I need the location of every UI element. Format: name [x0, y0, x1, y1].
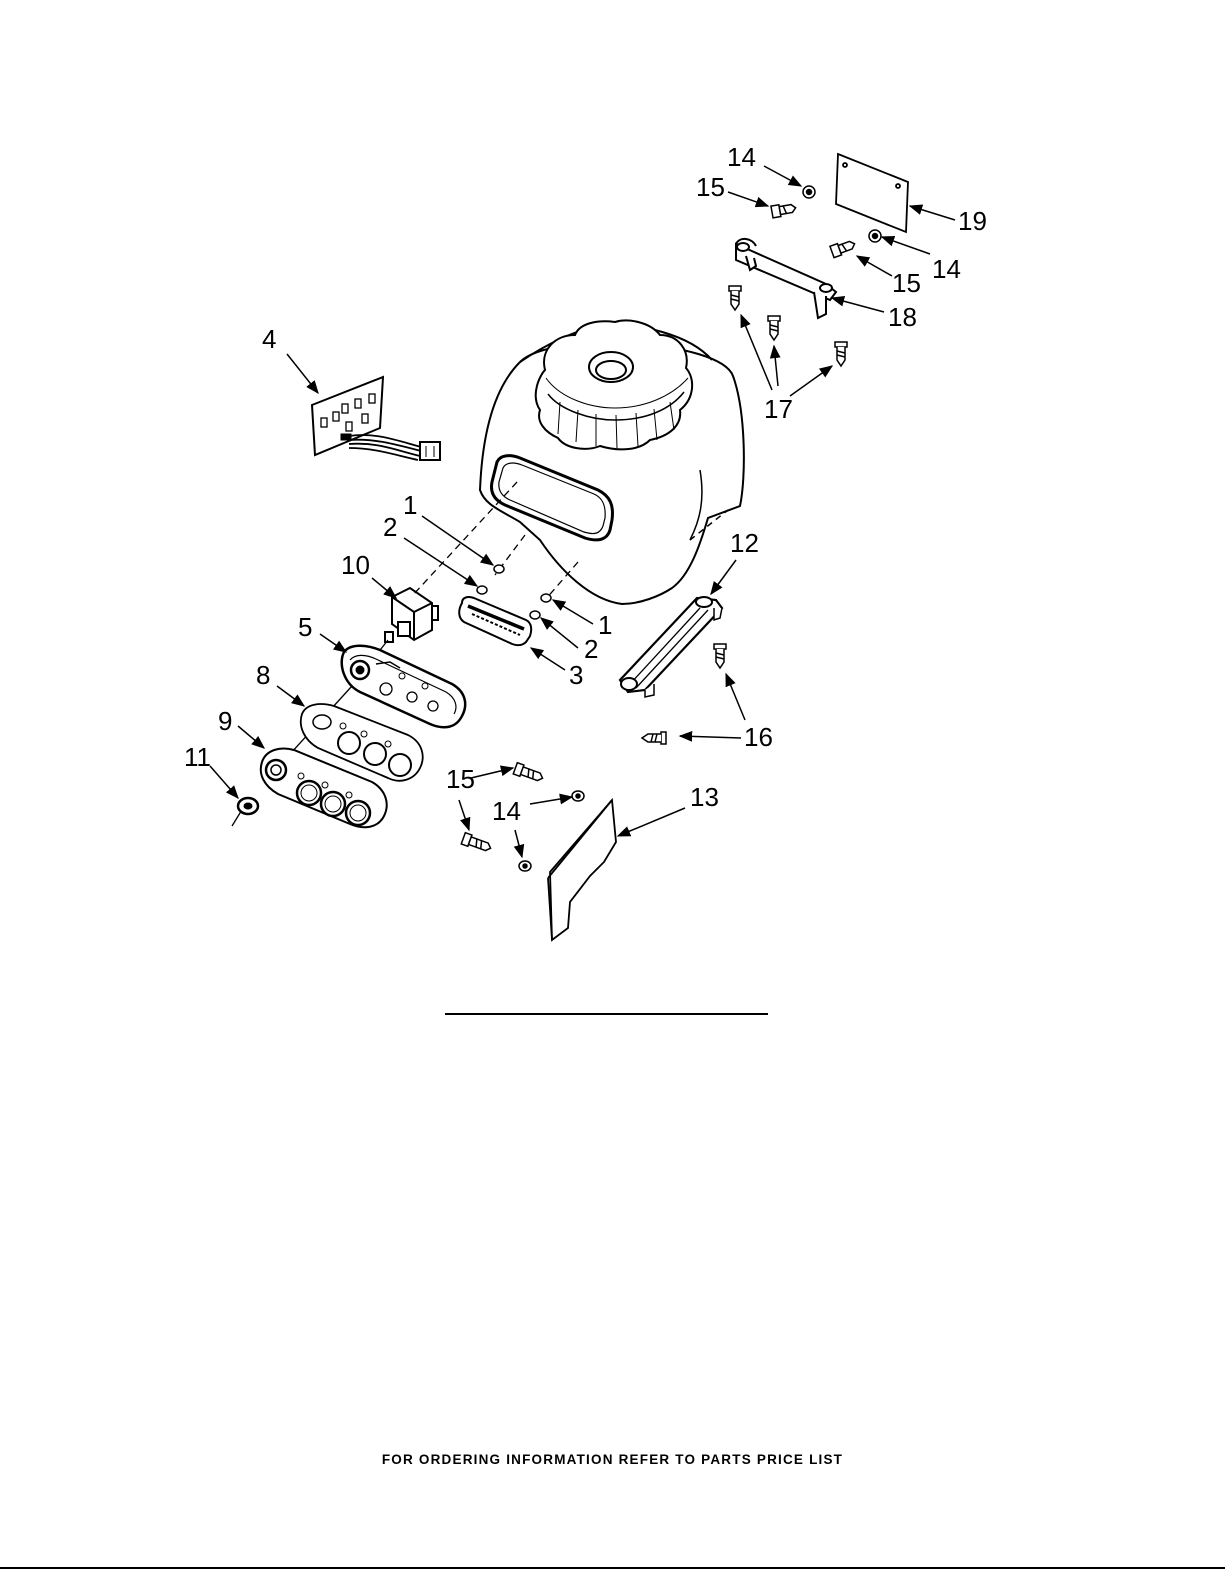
small-plate-19 [836, 154, 908, 232]
page-bottom-rule [0, 1567, 1225, 1569]
callout-12: 12 [730, 528, 759, 558]
callout-8: 8 [256, 660, 270, 690]
bottom-plate [548, 800, 616, 940]
callout-17: 17 [764, 394, 793, 424]
callout-15a: 15 [696, 172, 725, 202]
callout-3: 3 [569, 660, 583, 690]
callout-9: 9 [218, 706, 232, 736]
callout-2b: 2 [584, 634, 598, 664]
callout-14b: 14 [932, 254, 961, 284]
top-bracket-18 [736, 239, 836, 318]
ordering-info-footer: FOR ORDERING INFORMATION REFER TO PARTS … [0, 1452, 1225, 1467]
callout-15b: 15 [892, 268, 921, 298]
callout-13: 13 [690, 782, 719, 812]
callout-14a: 14 [727, 142, 756, 172]
callout-4: 4 [262, 324, 276, 354]
callout-18: 18 [888, 302, 917, 332]
callout-11: 11 [184, 742, 211, 772]
control-panel [342, 646, 465, 728]
callout-16: 16 [744, 722, 773, 752]
callout-5: 5 [298, 612, 312, 642]
callout-14c: 14 [492, 796, 521, 826]
nut-11 [238, 798, 258, 814]
callout-15c: 15 [446, 764, 475, 794]
callout-2a: 2 [383, 512, 397, 542]
callout-1a: 1 [403, 490, 417, 520]
callout-1b: 1 [598, 610, 612, 640]
circuit-board [312, 377, 440, 460]
callout-19: 19 [958, 206, 987, 236]
nameplate [459, 597, 531, 645]
control-knob [536, 321, 692, 450]
long-bracket [620, 597, 722, 697]
callout-10: 10 [341, 550, 370, 580]
